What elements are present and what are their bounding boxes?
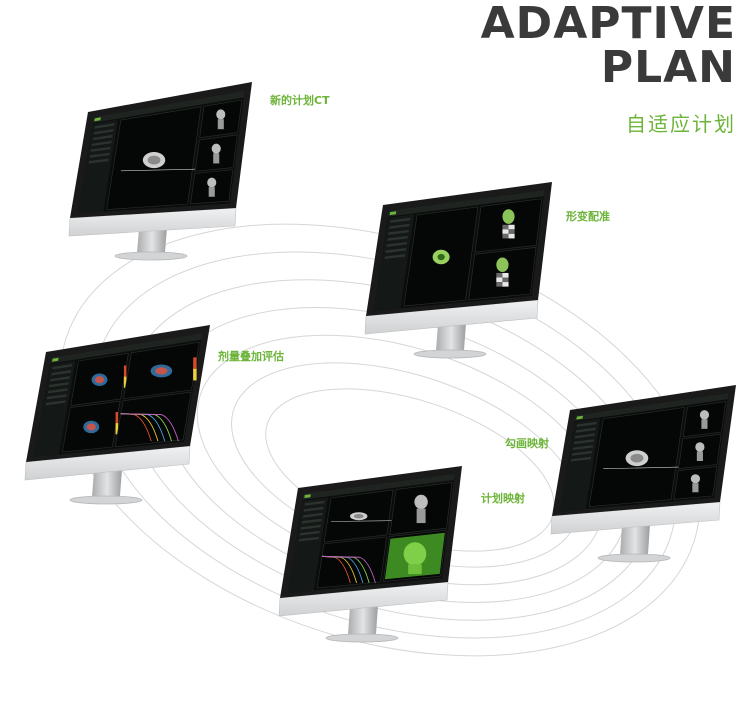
monitor-contour-mapping [550, 385, 736, 563]
label-new-plan-ct: 新的计划CT [270, 94, 330, 107]
label-plan-mapping: 计划映射 [481, 492, 525, 505]
page-title-line-1: ADAPTIVE [480, 0, 736, 49]
monitor-plan-mapping [278, 466, 462, 643]
label-deformable-registration: 形变配准 [566, 210, 610, 223]
label-dose-accumulation: 剂量叠加评估 [218, 350, 284, 363]
page-subtitle: 自适应计划 [626, 112, 736, 136]
monitor-deformable-registration [364, 182, 552, 359]
page-title-line-2: PLAN [600, 42, 736, 93]
monitor-new-plan-ct [68, 82, 252, 261]
monitor-dose-accumulation [24, 325, 210, 505]
label-contour-mapping: 勾画映射 [505, 437, 549, 450]
